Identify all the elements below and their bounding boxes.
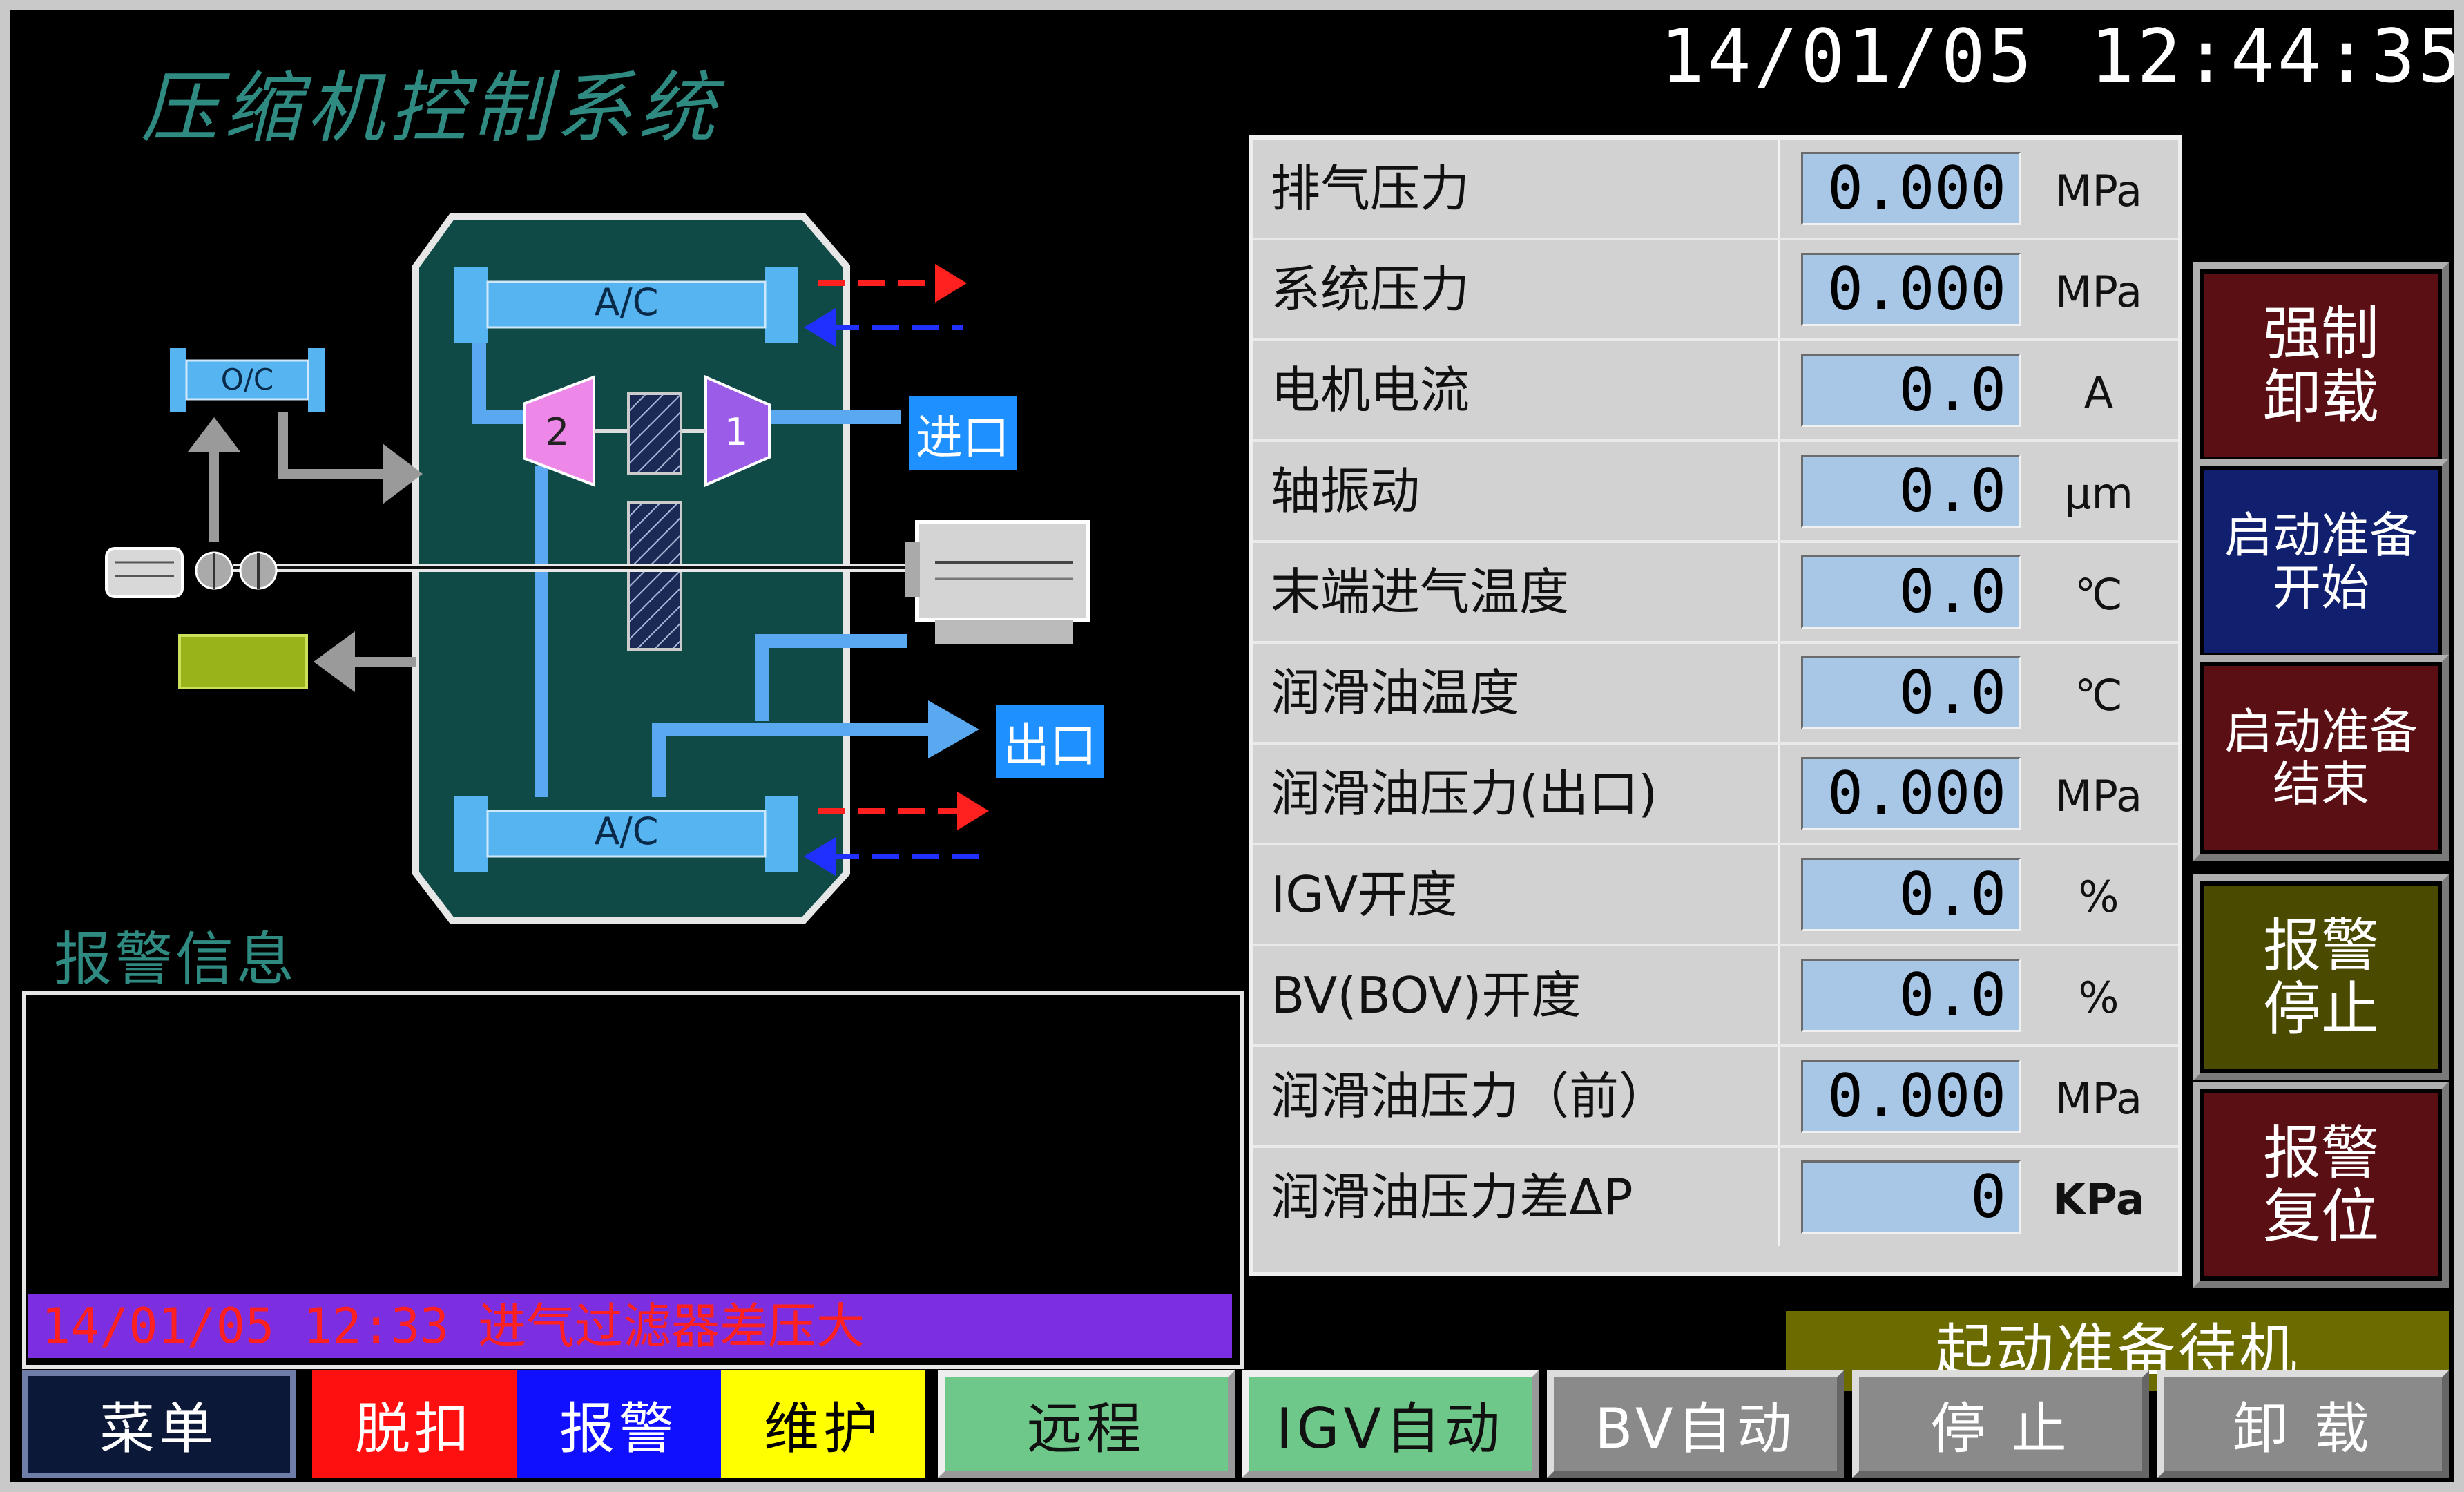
bv-auto-button[interactable]: BV自动 — [1547, 1370, 1844, 1478]
reading-value: 0.0 — [1801, 555, 2021, 629]
main-motor — [905, 520, 1090, 644]
reading-row-lube-oil-pressure-front: 润滑油压力（前） 0.000 MPa — [1253, 1047, 2178, 1148]
button-label-line1: 启动准备 — [2224, 507, 2418, 564]
reading-label: 排气压力 — [1271, 160, 1470, 218]
button-label-line1: 强制 — [2262, 300, 2379, 367]
reading-unit: KPa — [2052, 1174, 2145, 1225]
reading-unit: A — [2083, 367, 2114, 418]
button-label-line2: 停止 — [2262, 975, 2379, 1043]
stop-button[interactable]: 停 止 — [1852, 1370, 2149, 1478]
reading-label: 润滑油压力(出口) — [1271, 765, 1658, 823]
reading-value: 0.000 — [1801, 757, 2021, 830]
unload-button[interactable]: 卸 载 — [2157, 1370, 2449, 1478]
hmi-screen: 压缩机控制系统 14/01/05 12:44:35 A/C A/C — [10, 10, 2454, 1482]
button-label-line2: 结束 — [2273, 756, 2369, 812]
datetime-display: 14/01/05 12:44:35 — [1660, 14, 2454, 99]
reading-label: 润滑油压力差ΔP — [1271, 1168, 1633, 1226]
alarm-reset-button[interactable]: 报警复位 — [2193, 1082, 2449, 1288]
button-label-line1: 报警 — [2262, 1119, 2379, 1187]
reading-unit: MPa — [2054, 1073, 2143, 1124]
alarm-section-title: 报警信息 — [54, 926, 298, 993]
reading-value: 0.0 — [1801, 959, 2021, 1032]
reading-unit: MPa — [2054, 166, 2143, 216]
aftercooler-top: A/C — [454, 267, 798, 343]
reading-row-igv-opening: IGV开度 0.0 % — [1253, 845, 2178, 946]
reading-unit: MPa — [2054, 771, 2143, 821]
trip-indicator: 脱扣 — [312, 1370, 517, 1478]
reading-unit: % — [2078, 872, 2119, 922]
reading-row-motor-current: 电机电流 0.0 A — [1253, 341, 2178, 442]
reading-label: 系统压力 — [1271, 260, 1470, 318]
reading-unit: ℃ — [2075, 569, 2123, 620]
reading-row-lube-oil-dp: 润滑油压力差ΔP 0 KPa — [1253, 1148, 2178, 1249]
maintenance-indicator: 维护 — [721, 1370, 925, 1478]
reading-unit: MPa — [2054, 267, 2143, 317]
reading-value: 0.0 — [1801, 858, 2021, 931]
oil-tank — [178, 634, 308, 689]
ac-bottom-label: A/C — [595, 810, 659, 853]
oil-pump-motor — [105, 547, 184, 598]
reading-label: 润滑油压力（前） — [1271, 1067, 1669, 1125]
ac-top-label: A/C — [595, 280, 659, 324]
menu-button[interactable]: 菜单 — [22, 1370, 296, 1478]
gear-upper — [627, 392, 682, 475]
reading-row-final-inlet-temp: 末端进气温度 0.0 ℃ — [1253, 543, 2178, 644]
reading-label: BV(BOV)开度 — [1271, 966, 1581, 1024]
gear-lower — [627, 501, 682, 651]
button-label-line1: 报警 — [2262, 912, 2379, 979]
stage-1-impeller — [704, 374, 771, 488]
date-text: 14/01/05 — [1660, 14, 2035, 99]
time-text: 12:44:35 — [2090, 14, 2454, 99]
reading-label: 末端进气温度 — [1271, 563, 1570, 621]
reading-unit: μm — [2064, 468, 2133, 519]
igv-auto-button[interactable]: IGV自动 — [1242, 1370, 1539, 1478]
force-unload-button[interactable]: 强制卸载 — [2193, 262, 2449, 468]
button-label-line2: 复位 — [2262, 1183, 2379, 1250]
outlet-label: 出口 — [996, 705, 1104, 778]
reading-row-lube-oil-pressure-outlet: 润滑油压力(出口) 0.000 MPa — [1253, 745, 2178, 845]
reading-row-discharge-pressure: 排气压力 0.000 MPa — [1253, 140, 2178, 240]
reading-row-shaft-vibration: 轴振动 0.0 μm — [1253, 442, 2178, 543]
start-prep-end-button[interactable]: 启动准备结束 — [2193, 655, 2449, 861]
oil-cooler: O/C — [170, 348, 325, 412]
reading-value: 0.000 — [1801, 152, 2021, 225]
reading-unit: ℃ — [2075, 670, 2123, 720]
reading-value: 0.0 — [1801, 354, 2021, 427]
alarm-indicator: 报警 — [517, 1370, 721, 1478]
readings-table: 排气压力 0.000 MPa 系统压力 0.000 MPa 电机电流 0.0 A… — [1249, 135, 2182, 1276]
reading-label: 电机电流 — [1271, 361, 1470, 419]
reading-value: 0.000 — [1801, 1060, 2021, 1133]
button-label-line2: 开始 — [2273, 560, 2369, 616]
start-prep-begin-button[interactable]: 启动准备开始 — [2193, 459, 2449, 664]
stage-2-label: 2 — [546, 410, 569, 454]
reading-row-lube-oil-temp: 润滑油温度 0.0 ℃ — [1253, 644, 2178, 745]
page-title: 压缩机控制系统 — [141, 64, 721, 153]
compressor-diagram: A/C A/C 2 1 — [105, 213, 1090, 924]
button-label-line1: 启动准备 — [2224, 703, 2418, 760]
alarm-stop-button[interactable]: 报警停止 — [2193, 874, 2449, 1080]
aftercooler-bottom: A/C — [454, 796, 798, 872]
button-label-line2: 卸载 — [2262, 363, 2379, 431]
remote-mode-button[interactable]: 远程 — [938, 1370, 1235, 1478]
reading-value: 0.0 — [1801, 455, 2021, 528]
stage-2-impeller — [523, 375, 595, 487]
stage-1-label: 1 — [724, 410, 748, 454]
reading-value: 0 — [1801, 1160, 2021, 1234]
reading-row-bv-opening: BV(BOV)开度 0.0 % — [1253, 946, 2178, 1047]
oc-label: O/C — [221, 363, 274, 396]
reading-value: 0.0 — [1801, 656, 2021, 729]
alarm-entry[interactable]: 14/01/05 12:33 进气过滤器差压大 — [28, 1294, 1232, 1358]
reading-label: 润滑油温度 — [1271, 664, 1520, 722]
reading-value: 0.000 — [1801, 253, 2021, 326]
reading-label: 轴振动 — [1271, 462, 1421, 520]
reading-row-system-pressure: 系统压力 0.000 MPa — [1253, 240, 2178, 341]
reading-unit: % — [2078, 973, 2119, 1023]
inlet-label: 进口 — [909, 396, 1017, 470]
reading-label: IGV开度 — [1271, 865, 1458, 924]
